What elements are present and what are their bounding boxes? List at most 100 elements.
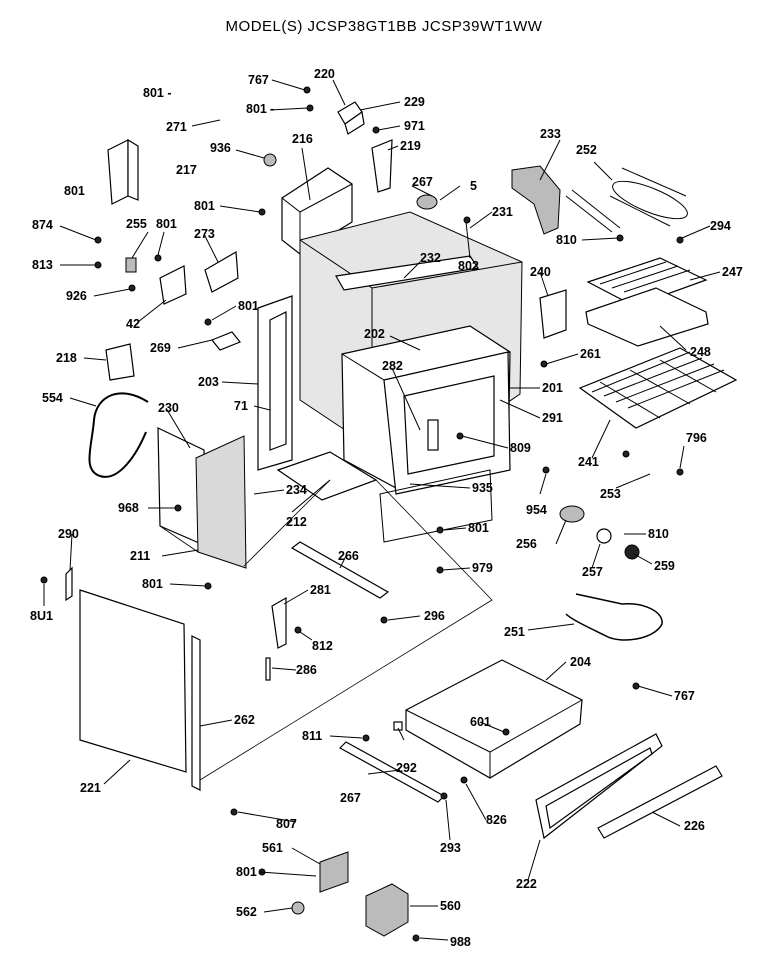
label-292: 292 xyxy=(396,761,417,775)
label-222: 222 xyxy=(516,877,537,891)
label-801-door: 801 xyxy=(468,521,489,535)
label-935: 935 xyxy=(472,481,493,495)
label-767-top: 767 xyxy=(248,73,269,87)
part-252-element xyxy=(565,167,688,233)
label-281: 281 xyxy=(310,583,331,597)
label-240: 240 xyxy=(530,265,551,279)
label-926: 926 xyxy=(66,289,87,303)
label-262: 262 xyxy=(234,713,255,727)
label-217: 217 xyxy=(176,163,197,177)
assembly-lines xyxy=(159,479,493,781)
label-220: 220 xyxy=(314,67,335,81)
label-801-216: 801 xyxy=(194,199,215,213)
label-251: 251 xyxy=(504,625,525,639)
part-255-clip xyxy=(125,257,137,273)
label-247: 247 xyxy=(722,265,743,279)
label-269: 269 xyxy=(150,341,171,355)
part-221-side-panel xyxy=(79,589,187,773)
part-282-latch xyxy=(427,419,439,451)
part-259-knob xyxy=(624,544,640,560)
part-560-terminal-block xyxy=(365,883,409,937)
label-267-bottom: 267 xyxy=(340,791,361,805)
part-935-seal xyxy=(379,469,493,543)
label-257: 257 xyxy=(582,565,603,579)
label-267-top: 267 xyxy=(412,175,433,189)
label-810-top: 810 xyxy=(556,233,577,247)
label-812: 812 xyxy=(312,639,333,653)
label-936: 936 xyxy=(210,141,231,155)
label-259: 259 xyxy=(654,559,675,573)
part-211-door-inner xyxy=(195,435,247,569)
label-560: 560 xyxy=(440,899,461,913)
part-233-bracket xyxy=(511,165,561,235)
part-226-trim xyxy=(597,765,723,839)
part-labels: 767 220 801 - 801 - 229 271 971 936 216 … xyxy=(30,67,743,949)
label-561: 561 xyxy=(262,841,283,855)
label-291: 291 xyxy=(542,411,563,425)
label-241: 241 xyxy=(578,455,599,469)
part-554-cord xyxy=(88,392,149,478)
label-204: 204 xyxy=(570,655,591,669)
part-251-bake-element xyxy=(565,593,663,641)
label-954: 954 xyxy=(526,503,547,517)
label-286: 286 xyxy=(296,663,317,677)
label-253: 253 xyxy=(600,487,621,501)
label-8u1: 8U1 xyxy=(30,609,53,623)
leader-lines xyxy=(43,79,721,941)
label-252: 252 xyxy=(576,143,597,157)
part-71-strip xyxy=(269,311,287,451)
label-226: 226 xyxy=(684,819,705,833)
label-810-bottom: 810 xyxy=(648,527,669,541)
label-261: 261 xyxy=(580,347,601,361)
label-229: 229 xyxy=(404,95,425,109)
part-201-frame xyxy=(383,351,511,495)
label-248: 248 xyxy=(690,345,711,359)
label-801-top-left: 801 - xyxy=(143,86,172,100)
label-813: 813 xyxy=(32,258,53,272)
part-257-knob xyxy=(596,528,612,544)
label-230: 230 xyxy=(158,401,179,415)
label-796: 796 xyxy=(686,431,707,445)
part-240-bracket xyxy=(539,289,567,339)
label-202: 202 xyxy=(364,327,385,341)
label-271: 271 xyxy=(166,120,187,134)
label-218: 218 xyxy=(56,351,77,365)
part-269-bracket xyxy=(211,331,241,351)
label-802: 802 xyxy=(458,259,479,273)
label-201: 201 xyxy=(542,381,563,395)
label-71: 71 xyxy=(234,399,248,413)
label-203: 203 xyxy=(198,375,219,389)
label-211: 211 xyxy=(130,549,150,563)
part-292-bracket xyxy=(393,721,403,731)
part-217-bracket xyxy=(107,138,139,205)
part-290-bracket xyxy=(65,566,73,602)
label-988: 988 xyxy=(450,935,471,949)
label-42: 42 xyxy=(126,317,140,331)
label-290: 290 xyxy=(58,527,79,541)
label-809: 809 xyxy=(510,441,531,455)
part-42-bracket xyxy=(159,265,187,305)
part-286-pin xyxy=(265,657,271,681)
diagram-title: MODEL(S) JCSP38GT1BB JCSP39WT1WW xyxy=(225,18,543,35)
label-294: 294 xyxy=(710,219,731,233)
label-801-217: 801 xyxy=(64,184,85,198)
label-562: 562 xyxy=(236,905,257,919)
part-248-pan xyxy=(585,287,709,347)
label-811: 811 xyxy=(302,729,322,743)
label-293: 293 xyxy=(440,841,461,855)
label-212: 212 xyxy=(286,515,307,529)
part-222-drawer-front xyxy=(535,733,663,840)
label-801-bottom: 801 xyxy=(236,865,257,879)
label-256: 256 xyxy=(516,537,537,551)
label-266: 266 xyxy=(338,549,359,563)
label-767-bottom: 767 xyxy=(674,689,695,703)
label-216: 216 xyxy=(292,132,313,146)
part-266-strip xyxy=(290,541,390,599)
part-218-bracket xyxy=(105,343,135,381)
screws xyxy=(40,86,684,942)
part-220-bracket xyxy=(337,101,365,135)
part-247-broil-pan xyxy=(586,257,708,307)
label-219: 219 xyxy=(400,139,421,153)
label-874: 874 xyxy=(32,218,53,232)
